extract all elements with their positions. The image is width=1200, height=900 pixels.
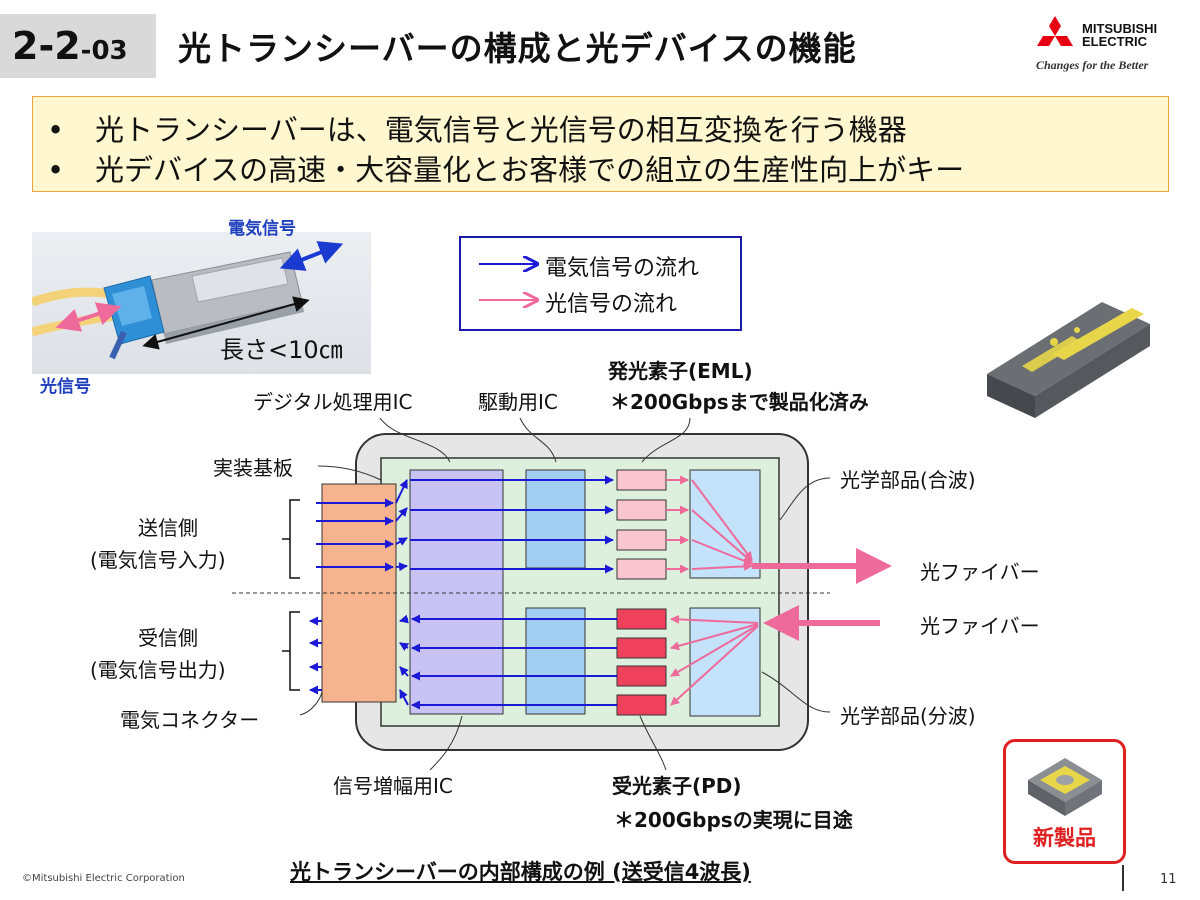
new-product-label: 新製品 <box>1033 826 1096 850</box>
section-number: 2-2-03 <box>0 14 156 78</box>
pd-note-label: ＊200Gbpsの実現に目途 <box>614 808 853 832</box>
pd-chip-image <box>1028 758 1102 816</box>
logo-line2: ELECTRIC <box>1082 34 1147 49</box>
connector-label: 電気コネクター <box>120 708 260 732</box>
tx-optical-arrows <box>666 475 753 574</box>
legend-box: 電気信号の流れ 光信号の流れ <box>459 236 742 331</box>
eml-note-label: ＊200Gbpsまで製品化済み <box>610 390 869 414</box>
eml-element <box>616 499 667 521</box>
leader-lines <box>299 417 831 771</box>
copyright: ©Mitsubishi Electric Corporation <box>22 873 185 884</box>
page-title: 光トランシーバーの構成と光デバイスの機能 <box>178 29 857 68</box>
rx-electric-arrows <box>309 614 617 710</box>
diagram-caption: 光トランシーバーの内部構成の例 (送受信4波長) <box>290 860 751 884</box>
tx-electric-arrows <box>316 475 614 574</box>
photo-electric-label: 電気信号 <box>228 219 296 239</box>
page-divider <box>1122 865 1124 891</box>
photo-optical-label: 光信号 <box>40 377 91 397</box>
rx-side-sub-label: (電気信号出力) <box>90 658 226 682</box>
summary-bullet-2: •光デバイスの高速・大容量化とお客様での組立の生産性向上がキー <box>47 153 965 187</box>
three-diamonds-icon <box>1037 16 1073 46</box>
rx-brace <box>282 611 300 691</box>
board-label: 実装基板 <box>213 456 293 480</box>
mitsubishi-logo: MITSUBISHI ELECTRIC Changes for the Bett… <box>1030 14 1180 78</box>
pd-element <box>616 637 667 659</box>
fiber-in-label: 光ファイバー <box>920 614 1040 638</box>
amplifier-ic <box>525 607 586 715</box>
eml-chip-image <box>987 302 1150 418</box>
pd-element <box>616 694 667 716</box>
driver-ic-label: 駆動用IC <box>478 390 558 414</box>
eml-element <box>616 529 667 551</box>
tx-side-label: 送信側 <box>138 516 198 540</box>
logo-line1: MITSUBISHI <box>1082 21 1158 36</box>
summary-bullet-1: •光トランシーバーは、電気信号と光信号の相互変換を行う機器 <box>47 113 907 147</box>
rx-optical-arrows <box>670 614 759 706</box>
summary-bullet-1-text: 光トランシーバーは、電気信号と光信号の相互変換を行う機器 <box>95 113 907 147</box>
summary-bullet-2-text: 光デバイスの高速・大容量化とお客様での組立の生産性向上がキー <box>95 153 965 187</box>
legend-arrows <box>479 252 541 312</box>
driver-ic <box>525 469 586 569</box>
logo-tagline: Changes for the Better <box>1036 58 1149 72</box>
electric-signal-arrow <box>279 241 344 271</box>
pd-element <box>616 665 667 687</box>
summary-box: •光トランシーバーは、電気信号と光信号の相互変換を行う機器 •光デバイスの高速・… <box>32 96 1169 192</box>
tx-side-sub-label: (電気信号入力) <box>90 548 226 572</box>
tx-brace <box>282 499 300 579</box>
length-label: 長さ<10㎝ <box>220 336 343 364</box>
digital-ic-label: デジタル処理用IC <box>253 390 413 414</box>
optics-demux <box>689 607 761 717</box>
length-arrow <box>142 296 310 350</box>
eml-element <box>616 469 667 491</box>
page-number: 11 <box>1160 872 1177 887</box>
pd-title-label: 受光素子(PD) <box>612 774 742 798</box>
digital-processing-ic <box>409 469 504 715</box>
pd-element <box>616 608 667 630</box>
new-product-badge: 新製品 <box>1003 739 1126 864</box>
optics-mux-label: 光学部品(合波) <box>840 468 976 492</box>
fiber-out-label: 光ファイバー <box>920 560 1040 584</box>
section-number-main: 2-2 <box>12 24 81 68</box>
eml-title-label: 発光素子(EML) <box>608 359 753 383</box>
eml-element <box>616 558 667 580</box>
optical-signal-arrow <box>55 302 122 332</box>
legend-electric-label: 電気信号の流れ <box>545 256 700 281</box>
rx-side-label: 受信側 <box>138 626 198 650</box>
amp-ic-label: 信号増幅用IC <box>333 774 453 798</box>
section-number-sub: -03 <box>80 36 128 66</box>
legend-optical-label: 光信号の流れ <box>545 292 678 317</box>
optics-demux-label: 光学部品(分波) <box>840 704 976 728</box>
